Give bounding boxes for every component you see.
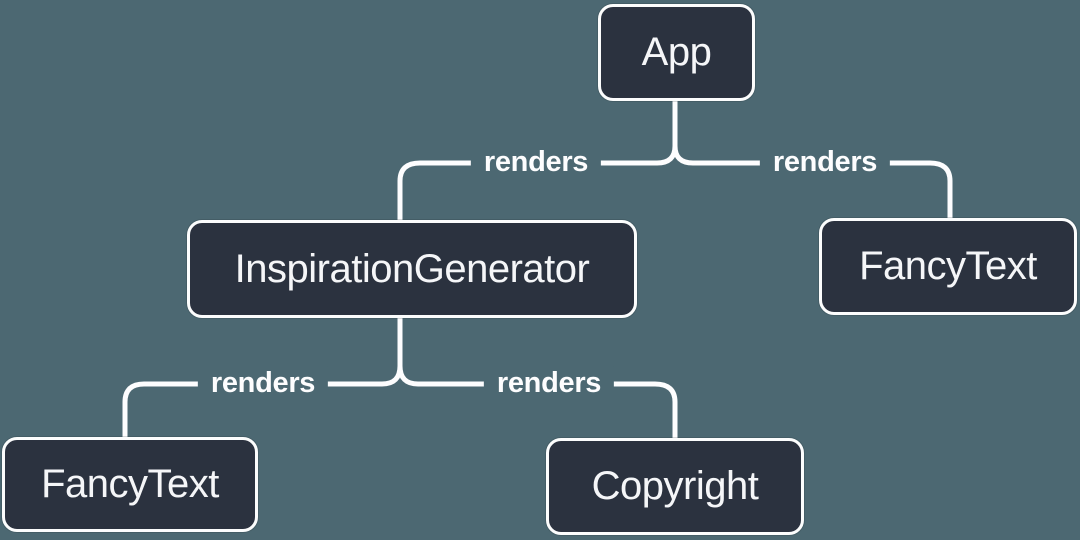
node-fancy-text-top: FancyText xyxy=(819,218,1077,315)
edge-label-renders-4: renders xyxy=(483,366,615,402)
node-copyright: Copyright xyxy=(546,438,804,535)
node-fancy-text-bottom-label: FancyText xyxy=(41,462,219,506)
node-fancy-text-bottom: FancyText xyxy=(2,437,258,532)
node-fancy-text-top-label: FancyText xyxy=(859,244,1037,288)
node-inspiration-generator-label: InspirationGenerator xyxy=(234,246,590,291)
node-app: App xyxy=(598,4,755,101)
node-app-label: App xyxy=(641,30,712,74)
node-inspiration-generator: InspirationGenerator xyxy=(187,220,637,318)
edge-label-renders-1: renders xyxy=(470,145,602,181)
node-copyright-label: Copyright xyxy=(591,464,759,508)
edge-label-renders-3: renders xyxy=(197,366,329,402)
edge-label-renders-2: renders xyxy=(759,145,891,181)
